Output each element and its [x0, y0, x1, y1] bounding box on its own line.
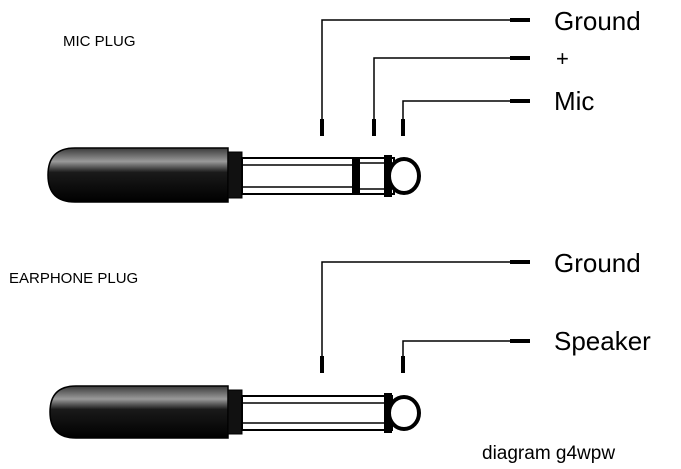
mic-plug-shaft: [241, 155, 421, 197]
mic-plug-body: [47, 147, 243, 203]
diagram-credit: diagram g4wpw: [482, 443, 615, 464]
earphone-plug-title: EARPHONE PLUG: [9, 270, 138, 287]
mic-ground-leader: [320, 18, 530, 136]
earphone-speaker-leader: [401, 339, 530, 373]
mic-plug-section: MIC PLUG: [47, 6, 641, 203]
mic-plug-title: MIC PLUG: [63, 33, 136, 50]
earphone-plug-body: [49, 385, 243, 439]
mic-mic-leader: [401, 99, 530, 136]
earphone-ground-label: Ground: [554, 248, 641, 278]
mic-ground-label: Ground: [554, 6, 641, 36]
earphone-speaker-label: Speaker: [554, 326, 651, 356]
mic-plus-leader: [372, 56, 530, 136]
earphone-plug-shaft: [241, 393, 421, 433]
mic-mic-label: Mic: [554, 86, 594, 116]
earphone-ground-leader: [320, 260, 530, 373]
earphone-plug-section: EARPHONE PLUG Ground Speaker: [9, 248, 651, 439]
mic-plus-label: +: [556, 46, 569, 71]
